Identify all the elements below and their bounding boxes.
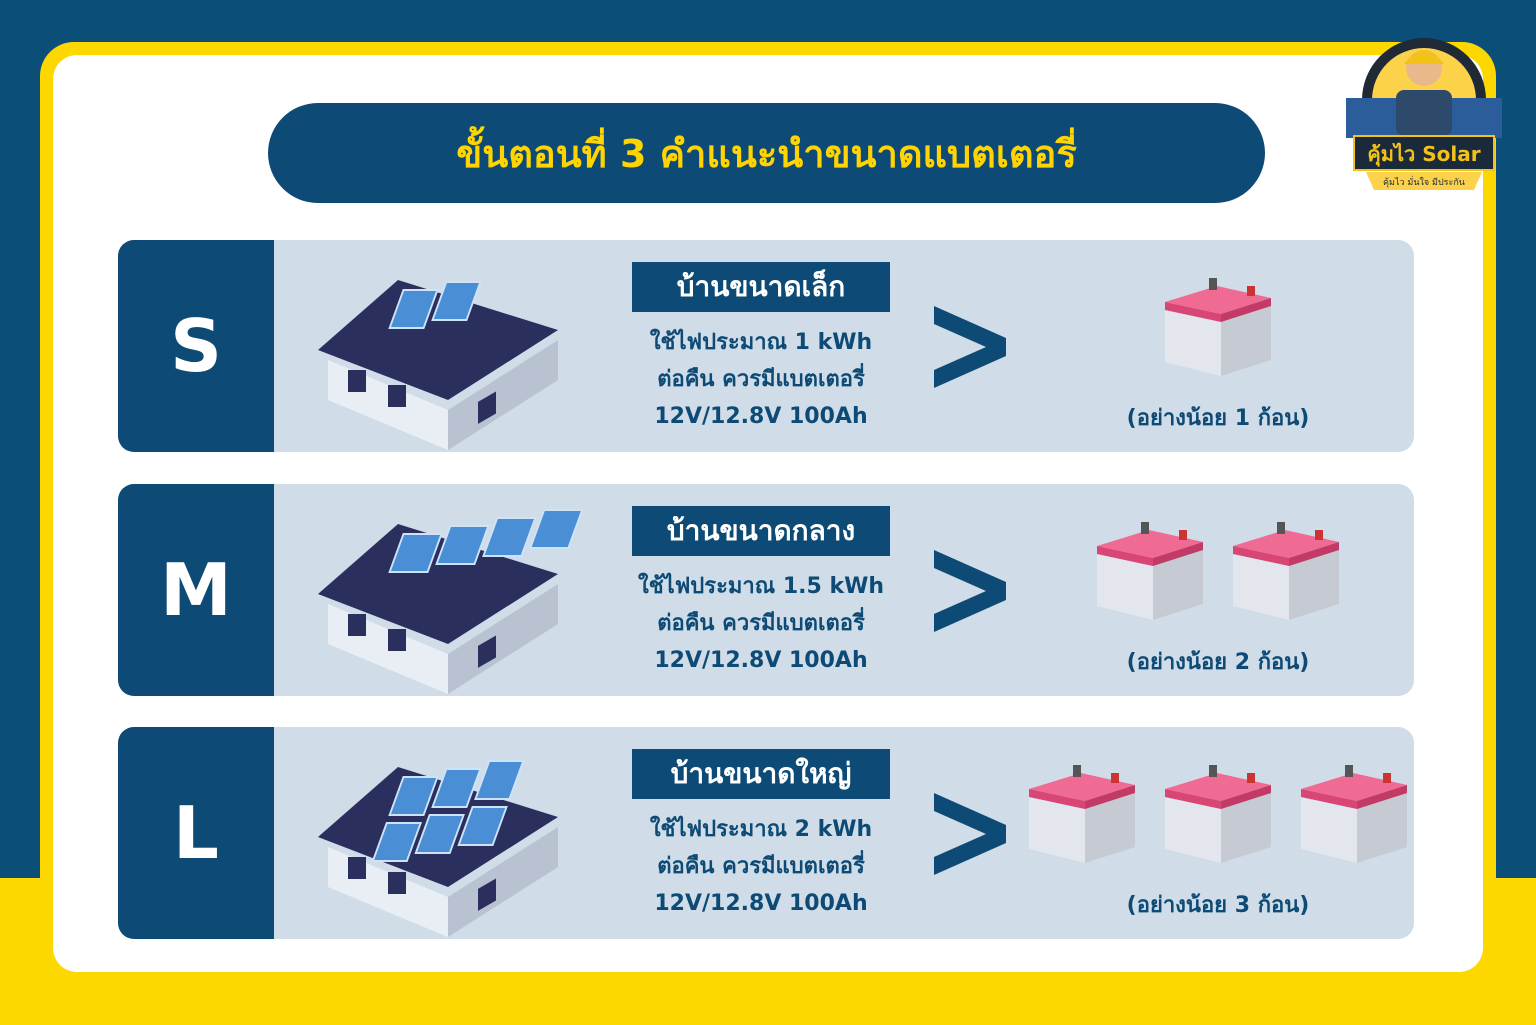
usage-description: ใช้ไฟประมาณ 1 kWh ต่อคืน ควรมีแบตเตอรี่ … (598, 324, 924, 435)
solar-panel (474, 760, 525, 800)
battery-count: (อย่างน้อย 3 ก้อน) (1126, 893, 1310, 918)
arrow-right-icon (934, 550, 1006, 632)
usage-line: 12V/12.8V 100Ah (654, 891, 868, 916)
svg-text:คุ้มไว มั่นใจ มีประกัน: คุ้มไว มั่นใจ มีประกัน (1383, 175, 1465, 188)
battery-count: (อย่างน้อย 2 ก้อน) (1126, 650, 1310, 675)
svg-text:คุ้มไว Solar: คุ้มไว Solar (1367, 142, 1480, 167)
battery-count: (อย่างน้อย 1 ก้อน) (1126, 406, 1310, 431)
usage-description: ใช้ไฟประมาณ 1.5 kWh ต่อคืน ควรมีแบตเตอรี… (598, 568, 924, 679)
house-illustration (318, 509, 584, 694)
solar-panel (388, 776, 439, 816)
battery-icon (1165, 278, 1271, 376)
solar-panel (435, 525, 490, 565)
solar-panel (457, 806, 508, 846)
solar-panel (388, 533, 443, 573)
battery-icon (1097, 522, 1203, 620)
house-size-label: บ้านขนาดเล็ก (632, 262, 890, 312)
battery-icon (1301, 765, 1407, 863)
battery-icon (1165, 765, 1271, 863)
battery-group (1018, 755, 1414, 865)
battery-group (1018, 512, 1414, 622)
solar-panel (528, 509, 584, 549)
size-letter: S (118, 240, 274, 452)
page-title: ขั้นตอนที่ 3 คำแนะนำขนาดแบตเตอรี่ (268, 103, 1265, 203)
size-letter: M (118, 484, 274, 696)
size-row-s: S บ้านขนาดเล็ก ใช้ไฟประมาณ 1 kWh ต่อคืน … (118, 240, 1414, 452)
battery-group (1018, 268, 1414, 378)
brand-logo: คุ้มไว Solar คุ้มไว มั่นใจ มีประกัน (1346, 38, 1502, 190)
usage-line: ใช้ไฟประมาณ 1.5 kWh (637, 574, 885, 599)
usage-line: ต่อคืน ควรมีแบตเตอรี่ (657, 854, 865, 879)
solar-panel (431, 281, 482, 321)
solar-panel (388, 289, 439, 329)
arrow-right-icon (934, 306, 1006, 388)
house-size-label: บ้านขนาดกลาง (632, 506, 890, 556)
usage-line: 12V/12.8V 100Ah (654, 648, 868, 673)
house-illustration (318, 760, 558, 937)
usage-line: ใช้ไฟประมาณ 1 kWh (649, 330, 873, 355)
size-row-l: L บ้านขนาดใหญ่ ใช้ไฟประมาณ 2 kWh ต่อคืน … (118, 727, 1414, 939)
house-illustration (318, 280, 558, 450)
usage-description: ใช้ไฟประมาณ 2 kWh ต่อคืน ควรมีแบตเตอรี่ … (598, 811, 924, 922)
battery-icon (1029, 765, 1135, 863)
solar-panel (431, 768, 482, 808)
arrow-right-icon (934, 793, 1006, 875)
solar-panel (371, 822, 423, 862)
house-size-label: บ้านขนาดใหญ่ (632, 749, 890, 799)
usage-line: ใช้ไฟประมาณ 2 kWh (649, 817, 873, 842)
battery-icon (1233, 522, 1339, 620)
size-row-m: M บ้านขนาดกลาง ใช้ไฟประมาณ 1.5 kWh ต่อคื… (118, 484, 1414, 696)
usage-line: ต่อคืน ควรมีแบตเตอรี่ (657, 367, 865, 392)
usage-line: 12V/12.8V 100Ah (654, 404, 868, 429)
solar-panel (414, 814, 465, 854)
solar-panel (482, 517, 537, 557)
usage-line: ต่อคืน ควรมีแบตเตอรี่ (657, 611, 865, 636)
size-letter: L (118, 727, 274, 939)
